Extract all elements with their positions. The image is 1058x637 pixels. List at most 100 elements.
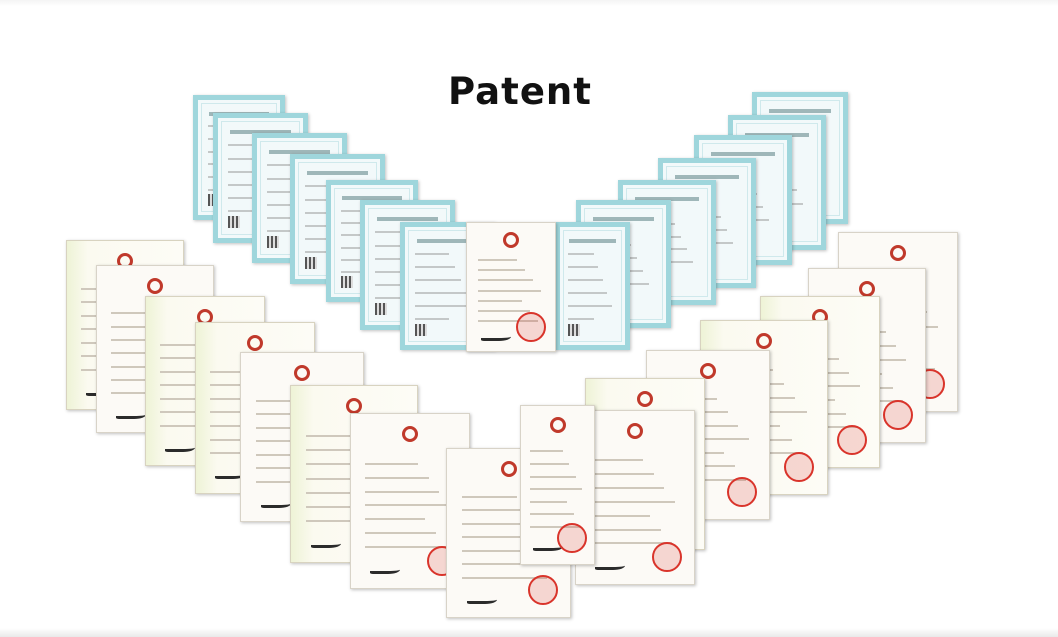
qr-code-icon xyxy=(305,257,318,270)
text-line xyxy=(306,449,375,452)
emblem-icon xyxy=(859,281,875,298)
text-line xyxy=(228,170,275,173)
text-line xyxy=(110,365,171,368)
qr-code-icon xyxy=(415,323,428,336)
text-line xyxy=(590,487,665,490)
text-line xyxy=(340,209,374,212)
text-line xyxy=(229,130,292,134)
text-line xyxy=(567,278,603,281)
text-line xyxy=(306,463,386,466)
text-line xyxy=(590,542,672,545)
text-line xyxy=(340,271,374,274)
text-line xyxy=(375,244,416,247)
text-line xyxy=(529,513,574,516)
seal-icon xyxy=(837,425,868,456)
emblem-icon xyxy=(294,364,310,381)
text-line xyxy=(529,475,576,478)
text-line xyxy=(592,216,655,221)
signature xyxy=(164,441,195,452)
utility-certificate xyxy=(555,222,630,350)
text-line xyxy=(461,522,540,525)
text-line xyxy=(110,325,174,328)
text-line xyxy=(477,289,541,292)
seal-icon xyxy=(883,399,914,430)
qr-code-icon xyxy=(375,303,388,316)
text-line xyxy=(160,344,214,347)
invention-certificate xyxy=(520,405,595,565)
text-line xyxy=(415,278,462,281)
text-line xyxy=(305,185,340,188)
text-line xyxy=(210,370,264,373)
text-line xyxy=(228,210,263,213)
text-line xyxy=(461,496,518,499)
text-line xyxy=(415,317,450,320)
emblem-icon xyxy=(247,334,263,351)
text-line xyxy=(415,304,473,307)
emblem-icon xyxy=(147,277,163,294)
text-line xyxy=(342,196,402,201)
seal-icon xyxy=(556,522,587,553)
text-line xyxy=(661,438,750,441)
signature xyxy=(115,408,146,419)
text-line xyxy=(769,109,831,114)
text-line xyxy=(590,500,676,503)
text-line xyxy=(267,177,308,180)
text-line xyxy=(365,546,447,549)
seal-icon xyxy=(527,575,558,606)
qr-code-icon xyxy=(267,236,280,249)
emblem-icon xyxy=(700,362,716,379)
text-line xyxy=(305,198,346,201)
text-line xyxy=(306,519,394,522)
text-line xyxy=(110,312,164,315)
text-line xyxy=(477,258,518,261)
emblem-icon xyxy=(500,460,517,477)
text-line xyxy=(529,488,583,491)
text-line xyxy=(461,509,529,512)
text-line xyxy=(477,310,531,313)
signature xyxy=(481,330,512,341)
text-line xyxy=(305,251,340,254)
text-line xyxy=(268,150,331,154)
page-title: Patent xyxy=(448,70,592,113)
text-line xyxy=(567,291,608,294)
emblem-icon xyxy=(402,426,418,443)
signature xyxy=(369,563,400,575)
text-line xyxy=(590,514,651,517)
emblem-icon xyxy=(890,245,906,262)
text-line xyxy=(529,526,581,529)
text-line xyxy=(365,504,451,507)
text-line xyxy=(711,152,775,156)
seal-icon xyxy=(516,312,547,343)
text-line xyxy=(255,413,322,416)
qr-code-icon xyxy=(567,323,580,336)
text-line xyxy=(567,304,612,307)
text-line xyxy=(365,462,419,465)
emblem-icon xyxy=(637,390,653,407)
text-line xyxy=(675,175,739,179)
text-line xyxy=(365,476,429,479)
text-line xyxy=(461,536,551,539)
text-line xyxy=(477,320,539,323)
text-line xyxy=(635,196,699,201)
text-line xyxy=(365,490,440,493)
text-line xyxy=(375,257,422,260)
signature xyxy=(532,540,563,552)
signature xyxy=(260,497,291,508)
signature xyxy=(466,593,497,604)
text-line xyxy=(461,576,547,579)
text-line xyxy=(375,231,410,234)
text-line xyxy=(415,265,456,268)
text-line xyxy=(569,238,616,243)
text-line xyxy=(745,132,809,137)
text-line xyxy=(567,265,599,268)
signature xyxy=(594,559,625,571)
signature xyxy=(214,468,245,480)
text-line xyxy=(365,518,426,521)
seal-icon xyxy=(726,477,757,508)
emblem-icon xyxy=(627,423,643,440)
emblem-icon xyxy=(549,417,566,434)
emblem-icon xyxy=(346,398,362,415)
text-line xyxy=(267,164,302,167)
qr-code-icon xyxy=(340,276,353,289)
seal-icon xyxy=(784,451,815,482)
